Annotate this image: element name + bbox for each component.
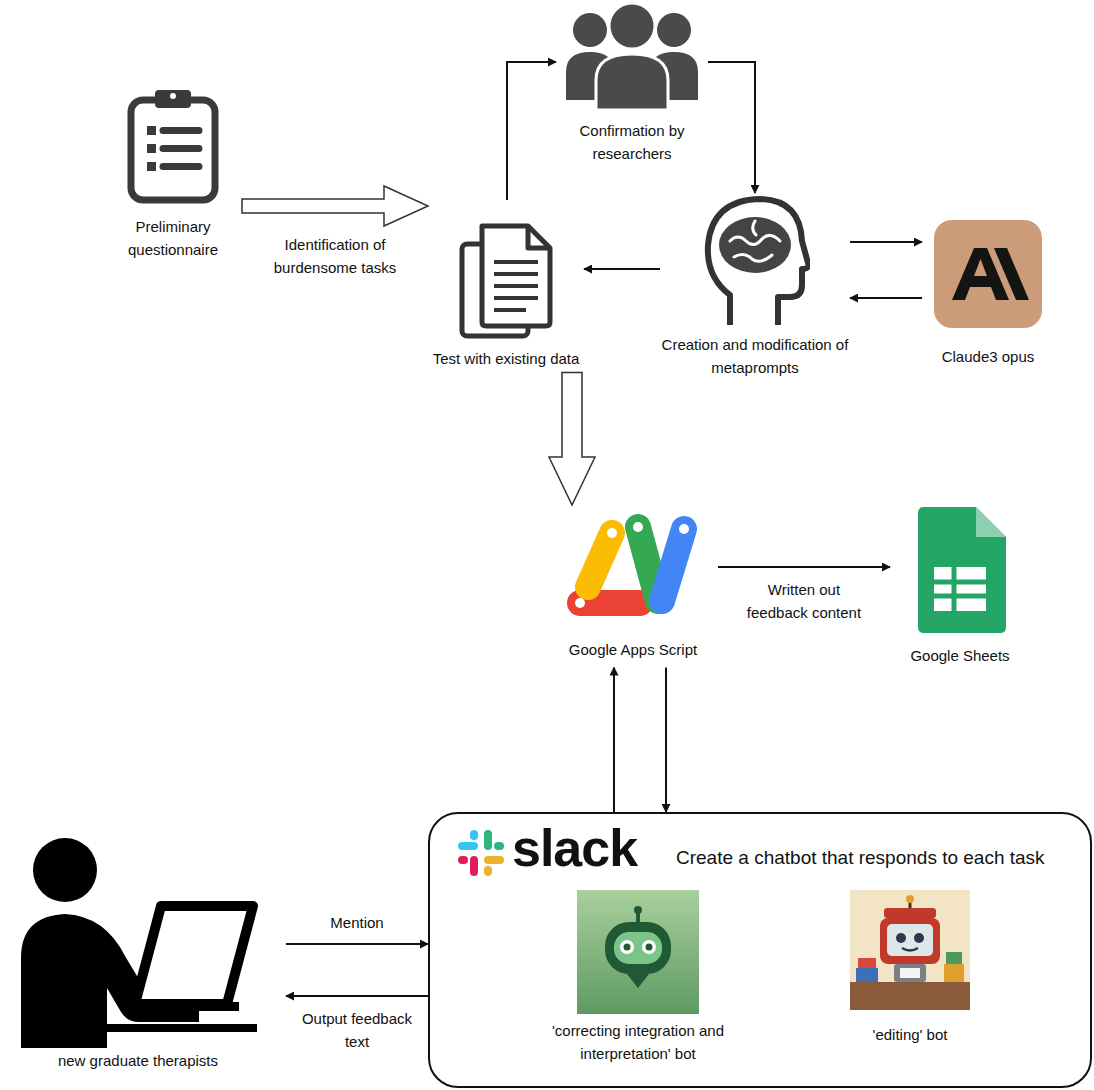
- head-brain-icon: [700, 193, 810, 328]
- node-caption: Test with existing data: [428, 348, 584, 371]
- arrow-connector: [708, 62, 755, 193]
- edge-label: Mention: [327, 912, 386, 935]
- edge-label: Output feedback text: [294, 1008, 420, 1053]
- icon-node: Preliminary questionnaire: [106, 86, 240, 261]
- brand-wordmark: slack: [512, 820, 637, 877]
- hollow-arrow: [549, 373, 595, 506]
- arrow-connector: [613, 668, 615, 813]
- person-laptop-icon: [3, 828, 273, 1048]
- icon-node: Test with existing data: [428, 200, 584, 371]
- arrow-connector: [850, 297, 922, 299]
- clipboard-icon: [123, 86, 223, 206]
- icon-node: Confirmation by researchers: [556, 0, 708, 165]
- people-icon: [562, 0, 702, 112]
- icon-node: Google Apps Script: [548, 505, 718, 662]
- bot-avatar: [850, 890, 970, 1010]
- edge-label: Written out feedback content: [736, 579, 872, 624]
- arrow-connector: [286, 995, 428, 997]
- icon-node: Claude3 opus: [922, 220, 1054, 369]
- node-caption: Claude3 opus: [922, 346, 1054, 369]
- apps-script-logo: [558, 505, 708, 625]
- icon-node: Google Sheets: [890, 505, 1030, 668]
- arrow-connector: [665, 668, 667, 813]
- node-caption: 'editing' bot: [835, 1024, 985, 1047]
- hollow-arrow: [242, 186, 428, 226]
- node-caption: 'correcting integration and interpretati…: [540, 1020, 736, 1065]
- panel-heading: Create a chatbot that responds to each t…: [676, 846, 1045, 871]
- slack-panel: slack Create a chatbot that responds to e…: [428, 812, 1092, 1088]
- sheets-logo: [912, 505, 1008, 635]
- claude-logo: [934, 220, 1042, 328]
- icon-node: Creation and modification of metaprompts: [660, 193, 850, 379]
- bot-avatar: [577, 890, 699, 1014]
- documents-icon: [456, 222, 556, 340]
- node-caption: Google Sheets: [890, 645, 1030, 668]
- node-caption: Google Apps Script: [548, 639, 718, 662]
- arrow-connector: [584, 268, 660, 270]
- icon-node: new graduate therapists: [2, 828, 274, 1073]
- arrow-connector: [850, 241, 922, 243]
- icon-node: 'correcting integration and interpretati…: [540, 890, 736, 1065]
- slack-logo: [456, 828, 506, 878]
- arrow-connector: [718, 566, 890, 568]
- edge-label: Identification of burdensome tasks: [257, 234, 413, 279]
- node-caption: Creation and modification of metaprompts: [660, 334, 850, 379]
- node-caption: Confirmation by researchers: [556, 120, 708, 165]
- node-caption: new graduate therapists: [2, 1050, 274, 1073]
- node-caption: Preliminary questionnaire: [106, 216, 240, 261]
- arrow-connector: [286, 943, 428, 945]
- arrow-connector: [507, 62, 556, 200]
- icon-node: 'editing' bot: [835, 890, 985, 1047]
